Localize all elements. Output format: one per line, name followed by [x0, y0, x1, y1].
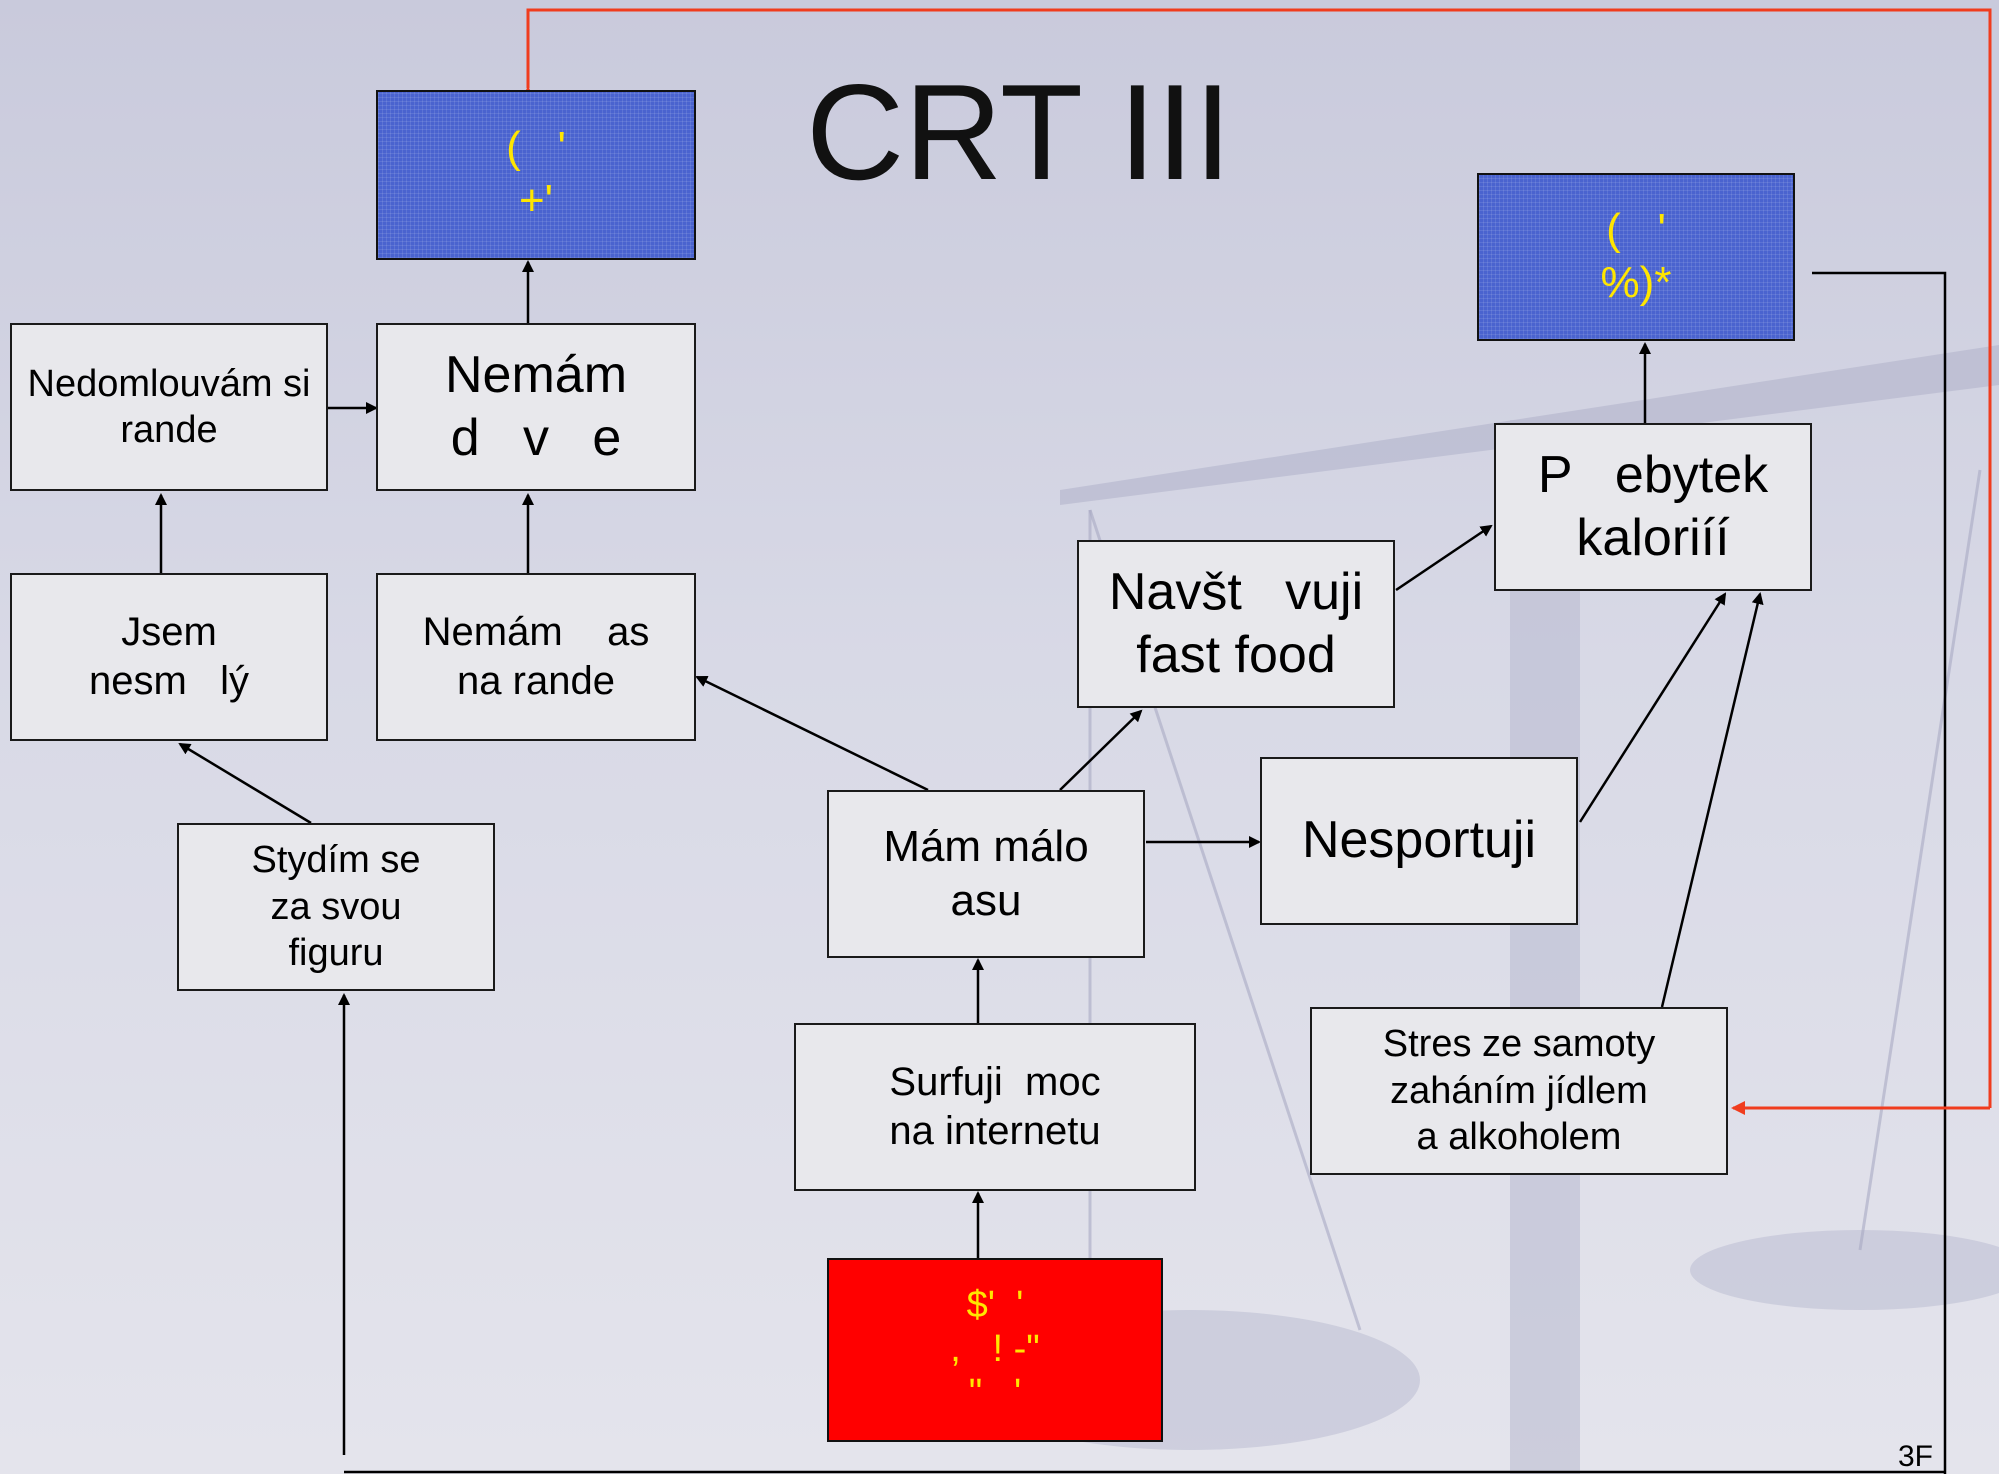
- box-line: figuru: [288, 932, 384, 975]
- box-line: Mám málo: [883, 822, 1089, 872]
- arrow-mam-to-cas: [695, 675, 929, 792]
- box-line: za svou: [270, 885, 402, 928]
- arrow-stres-to-prebytek: [1660, 592, 1764, 1008]
- blue-goal-box-right: ( ' %)*: [1477, 173, 1795, 341]
- box-line: ( ': [1606, 205, 1666, 255]
- box-line: fast food: [1136, 626, 1336, 684]
- box-line: a alkoholem: [1416, 1116, 1622, 1159]
- box-line: " ': [968, 1371, 1022, 1414]
- box-line: +': [518, 176, 554, 225]
- arrow-navstevuji-to-prebytek: [1395, 524, 1493, 592]
- node-stres: Stres ze samoty zaháním jídlem a alkohol…: [1310, 1007, 1728, 1175]
- slide-number: 3F: [1898, 1440, 1934, 1473]
- box-line: Stres ze samoty: [1382, 1023, 1656, 1066]
- box-line: na rande: [457, 659, 615, 703]
- slide-title: CRT III: [806, 56, 1232, 208]
- box-line: Navšt vuji: [1108, 562, 1364, 621]
- box-line: Nesportuji: [1301, 811, 1537, 870]
- box-line: %)*: [1600, 258, 1672, 307]
- node-nesportuji: Nesportuji: [1260, 757, 1578, 925]
- node-nemam-cas: Nemám as na rande: [376, 573, 696, 741]
- box-line: ( ': [506, 123, 566, 173]
- box-line: rande: [120, 409, 218, 451]
- red-root-cause-box: $' ' , ! -" " ': [827, 1258, 1163, 1442]
- arrow-mam-to-navstevuji: [1059, 709, 1143, 791]
- box-line: Nedomlouvám si: [27, 362, 311, 405]
- box-line: asu: [950, 876, 1022, 925]
- box-line: $' ': [966, 1284, 1024, 1327]
- box-line: Nemám as: [422, 610, 650, 655]
- arrow-stydim-to-jsem: [178, 742, 312, 825]
- node-stydim: Stydím se za svou figuru: [177, 823, 495, 991]
- node-navstevuji: Navšt vuji fast food: [1077, 540, 1395, 708]
- box-line: P ebytek: [1537, 445, 1769, 504]
- box-line: Stydím se: [251, 839, 421, 882]
- arrow-nesportuji-to-prebytek: [1578, 592, 1727, 823]
- node-jsem-nesmely: Jsem nesm lý: [10, 573, 328, 741]
- box-line: Nemám: [444, 345, 628, 404]
- box-line: nesm lý: [88, 659, 250, 703]
- box-line: d v e: [450, 409, 622, 467]
- node-mam-malo: Mám málo asu: [827, 790, 1145, 958]
- blue-goal-box-left: ( ' +': [376, 90, 696, 260]
- loop-line-right: [1812, 271, 1947, 1474]
- feedback-line-top: [521, 8, 1992, 1108]
- box-line: na internetu: [889, 1109, 1101, 1153]
- node-nemam-dve: Nemám d v e: [376, 323, 696, 491]
- box-line: Jsem: [121, 610, 217, 655]
- node-nedomlouvam: Nedomlouvám si rande: [10, 323, 328, 491]
- box-line: zaháním jídlem: [1390, 1069, 1648, 1112]
- node-surfuji: Surfuji moc na internetu: [794, 1023, 1196, 1191]
- box-line: , ! -": [950, 1328, 1040, 1371]
- box-line: kaloriíí: [1576, 509, 1730, 567]
- node-prebytek: P ebytek kaloriíí: [1494, 423, 1812, 591]
- box-line: Surfuji moc: [889, 1060, 1101, 1105]
